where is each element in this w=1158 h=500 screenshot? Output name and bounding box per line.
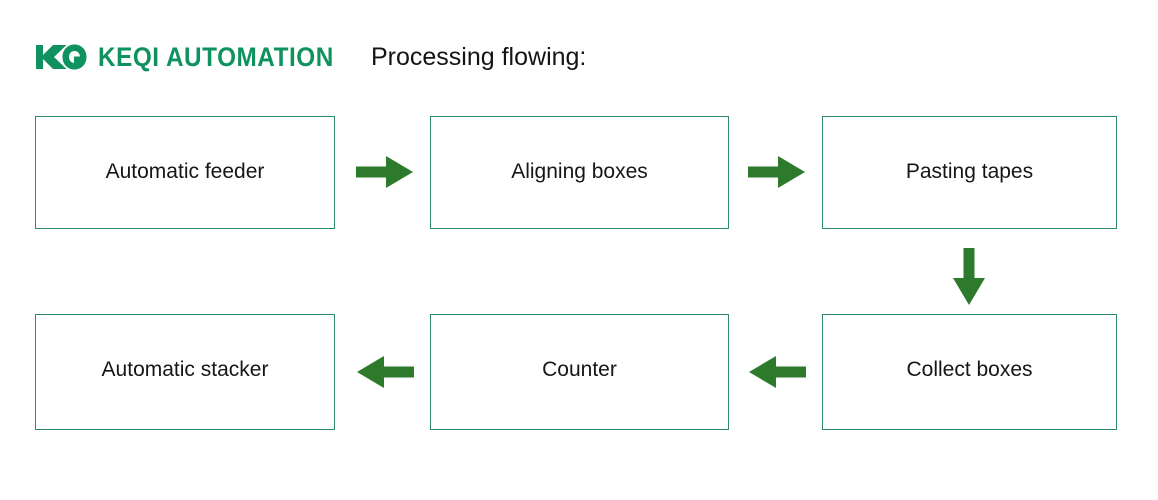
arrow-left-icon [749,356,806,388]
page-title: Processing flowing: [371,42,587,71]
flow-node-label: Automatic stacker [101,358,269,381]
brand-name: KEQI AUTOMATION [98,41,334,72]
arrow-right-icon [748,156,805,188]
arrow-down-icon [953,248,985,305]
page-header: KEQI AUTOMATION Processing flowing: [35,36,586,78]
flow-node-counter[interactable]: Counter [430,314,729,430]
flow-node-label: Pasting tapes [905,160,1034,183]
flow-node-label: Automatic feeder [105,160,265,183]
flow-node-collect-boxes[interactable]: Collect boxes [822,314,1117,430]
arrow-right-icon [356,156,413,188]
flow-node-label: Collect boxes [906,358,1033,381]
flow-node-label: Counter [542,358,617,381]
flow-node-pasting-tapes[interactable]: Pasting tapes [822,116,1117,229]
arrow-left-icon [357,356,414,388]
flow-node-automatic-feeder[interactable]: Automatic feeder [35,116,335,229]
flow-node-aligning-boxes[interactable]: Aligning boxes [430,116,729,229]
flow-node-automatic-stacker[interactable]: Automatic stacker [35,314,335,430]
kq-logo-icon [36,44,87,70]
flow-node-label: Aligning boxes [511,160,648,183]
